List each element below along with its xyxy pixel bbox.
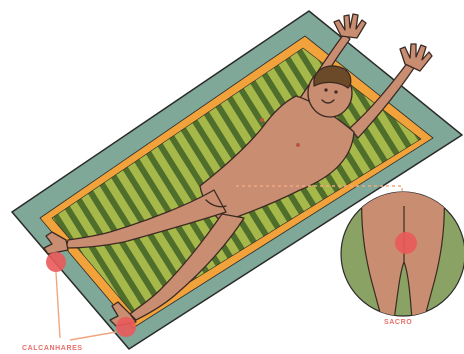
callout-heel-right <box>70 332 116 340</box>
pressure-point-heel-left <box>46 252 66 272</box>
callout-heel-left <box>56 272 60 338</box>
heels-label: CALCANHARES <box>22 345 83 352</box>
face-eye <box>325 89 327 91</box>
pressure-point-heel-right <box>116 317 136 337</box>
face-eye-2 <box>335 91 337 93</box>
chest-mark <box>260 118 264 122</box>
sacrum-inset-circle <box>341 190 464 320</box>
chest-mark-2 <box>296 143 300 147</box>
pressure-point-sacrum <box>395 232 417 254</box>
sacrum-label: SACRO <box>384 319 412 326</box>
